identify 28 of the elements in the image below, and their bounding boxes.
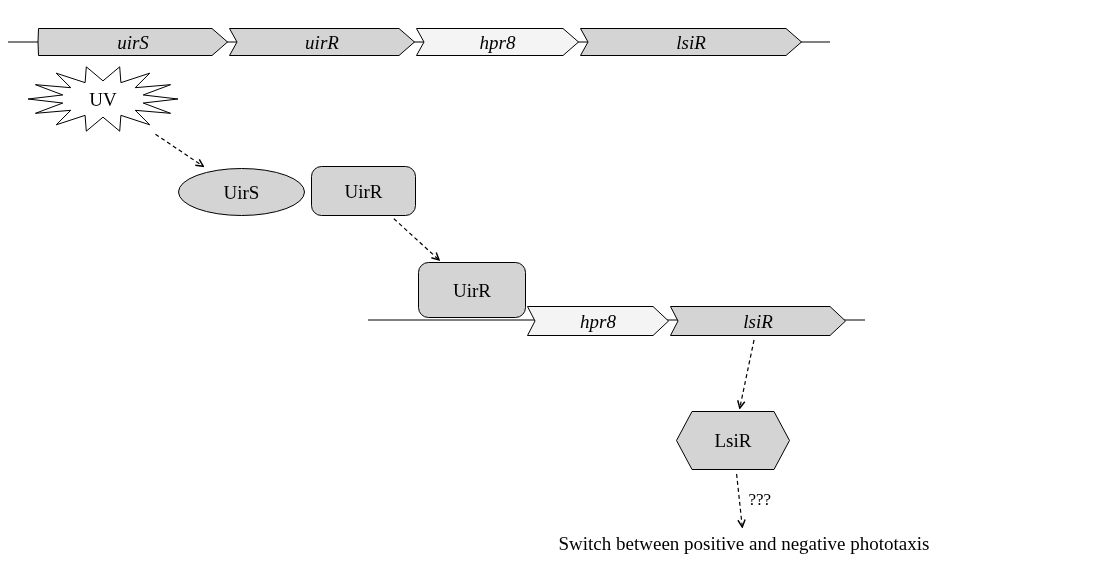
dashed-arrow [154, 133, 204, 168]
node-label: Switch between positive and negative phototaxis [558, 533, 930, 553]
gene-segment [38, 28, 228, 56]
gene-segment [580, 28, 802, 56]
dashed-arrow [393, 218, 440, 261]
node-label: lsiR [676, 32, 706, 52]
gene-segment [229, 28, 415, 56]
protein-hexagon [676, 411, 790, 470]
node-label: hpr8 [479, 32, 516, 52]
node-label: hpr8 [580, 311, 616, 331]
node-label: UV [89, 89, 117, 109]
starburst-shape [28, 66, 178, 132]
gene-segment [670, 306, 846, 336]
gene-segment [527, 306, 669, 336]
protein-box [311, 166, 416, 216]
protein-ellipse [178, 168, 305, 216]
node-label: uirS [117, 32, 149, 52]
node-label: lsiR [743, 311, 773, 331]
edge-label: ??? [748, 491, 772, 508]
node-label: UirR [344, 181, 383, 201]
dashed-arrow [736, 473, 746, 528]
node-label: uirR [305, 32, 339, 52]
protein-box [418, 262, 526, 318]
node-label: LsiR [714, 431, 752, 450]
node-label: UirR [453, 280, 491, 300]
node-label: UirS [223, 182, 260, 202]
gene-segment [416, 28, 579, 56]
dashed-arrow [737, 339, 755, 409]
